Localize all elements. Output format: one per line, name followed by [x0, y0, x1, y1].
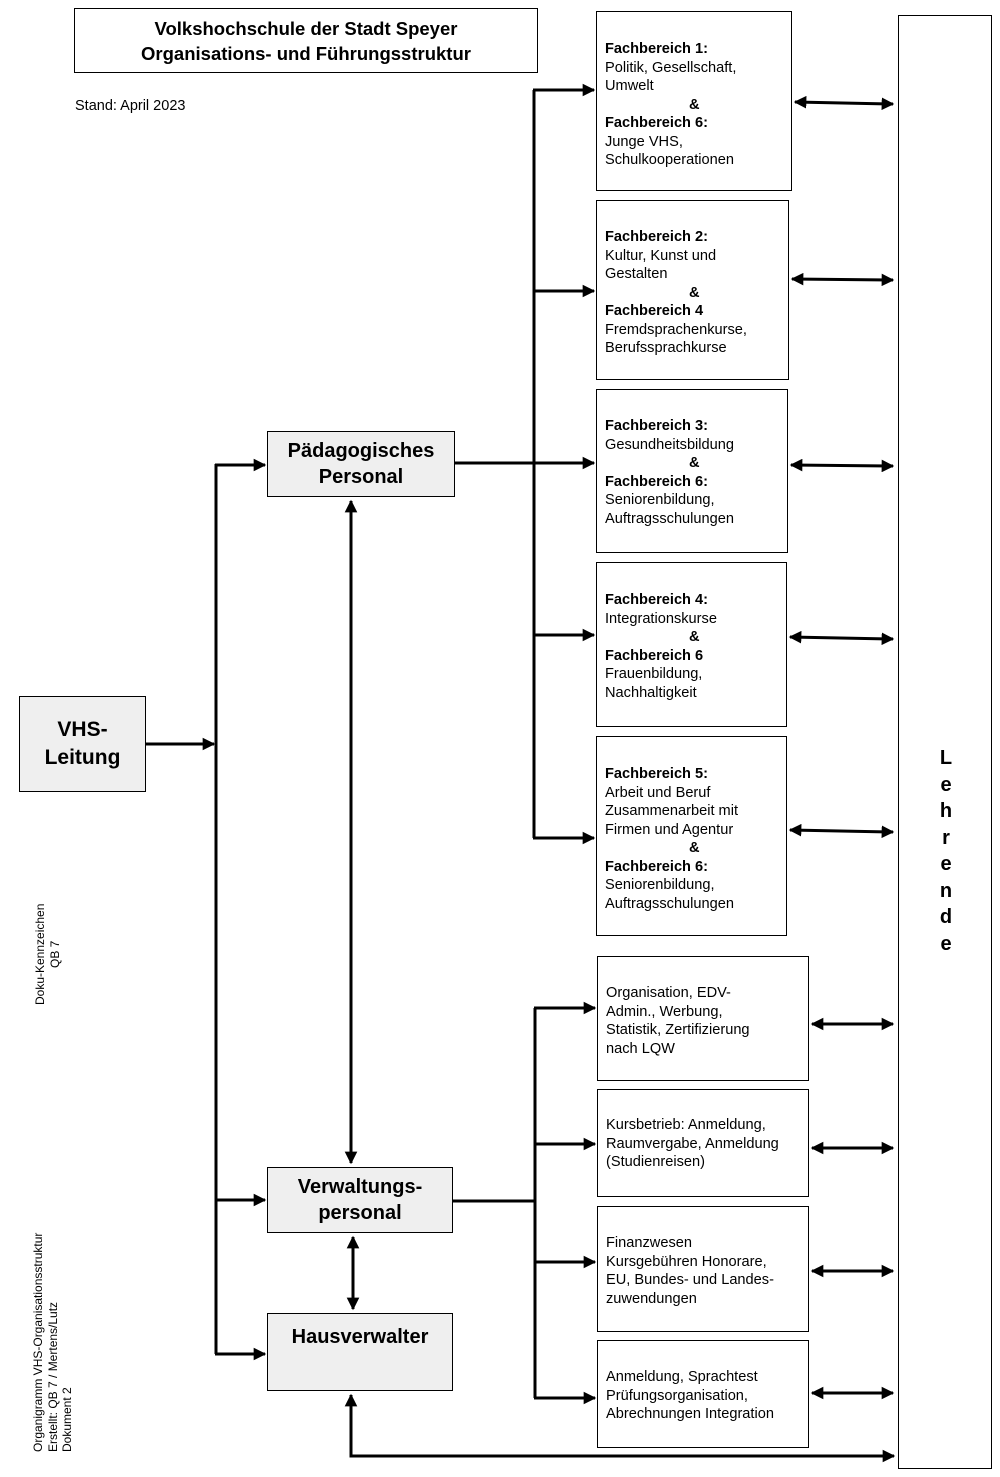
verwaltung-box-1: Organisation, EDV- Admin., Werbung, Stat… — [597, 956, 809, 1081]
fb-ampersand: & — [689, 629, 700, 645]
paedagogisches-personal-line-2: Personal — [318, 466, 404, 488]
fb-text: Fremdsprachenkurse, — [605, 321, 747, 338]
fb-text: Fachbereich 1: — [605, 41, 709, 57]
fb-ampersand: & — [689, 840, 700, 856]
fb-ampersand: & — [689, 455, 700, 471]
verwaltung-box-2: Kursbetrieb: Anmeldung, Raumvergabe, Anm… — [597, 1089, 809, 1197]
fb-text: Gestalten — [605, 266, 668, 282]
verwaltungspersonal-line-1: Verwaltungs- — [297, 1176, 423, 1198]
lehrende-letter: n — [939, 879, 953, 902]
lehrende-letter: h — [939, 800, 953, 822]
fb-text: Frauenbildung, — [605, 666, 703, 682]
verwaltungspersonal-box: Verwaltungs- personal — [267, 1167, 453, 1233]
arrow-lehrende-fb4 — [788, 630, 895, 646]
verwaltung-text: Statistik, Zertifizierung — [606, 1022, 750, 1038]
fb-text: Arbeit und Beruf — [605, 784, 711, 801]
verwaltung-text: Kursgebühren Honorare, — [606, 1253, 767, 1270]
lehrende-letter: e — [940, 853, 952, 875]
verwaltung-text: Raumvergabe, Anmeldung — [606, 1135, 779, 1152]
fb-text: Fachbereich 6 — [605, 647, 704, 664]
verwaltung-text: Finanzwesen — [606, 1235, 692, 1251]
fb-ampersand: & — [689, 96, 700, 113]
fb-text: Firmen und Agentur — [605, 821, 734, 838]
fb-text: Fachbereich 5: — [605, 766, 709, 782]
verwaltung-text: EU, Bundes- und Landes- — [606, 1272, 774, 1288]
fb-text: Fachbereich 4: — [605, 592, 709, 608]
fb-text: Integrationskurse — [605, 610, 717, 627]
fb-ampersand: & — [689, 284, 700, 301]
stand-date: Stand: April 2023 — [75, 98, 186, 114]
arrow-haus-lehrende — [344, 1393, 896, 1463]
fachbereich-box-4: Fachbereich 4: Integrationskurse & Fachb… — [596, 562, 787, 727]
lehrende-letter: d — [939, 906, 953, 928]
fb-text: Junge VHS, — [605, 133, 683, 150]
arrow-lehrende-fb1 — [793, 95, 895, 111]
paedagogisches-personal-line-1: Pädagogisches — [287, 440, 435, 462]
fb-text: Fachbereich 6: — [605, 115, 709, 131]
verwaltung-text: nach LQW — [606, 1040, 675, 1057]
vhs-leitung-line-2: Leitung — [44, 746, 121, 769]
arrow-lehrende-fb5 — [788, 823, 895, 839]
arrow-lehrende-fb2 — [790, 272, 895, 287]
fb-text: Fachbereich 2: — [605, 229, 709, 245]
fb-text: Schulkooperationen — [605, 152, 735, 168]
fachbereich-box-3: Fachbereich 3: Gesundheitsbildung & Fach… — [596, 389, 788, 553]
fb-text: Gesundheitsbildung — [605, 436, 735, 453]
fb-text: Kultur, Kunst und — [605, 247, 717, 264]
title-line-2: Organisations- und Führungsstruktur — [141, 42, 471, 64]
fb-text: Zusammenarbeit mit — [605, 803, 739, 819]
hausverwalter-label: Hausverwalter — [291, 1326, 429, 1348]
lehrende-label: L e h r e n d e — [938, 745, 954, 957]
fb-text: Politik, Gesellschaft, — [605, 59, 737, 76]
vhs-leitung-box: VHS- Leitung — [19, 696, 146, 792]
lehrende-letter: e — [940, 932, 952, 955]
fachbereich-box-2: Fachbereich 2: Kultur, Kunst und Gestalt… — [596, 200, 789, 380]
verwaltung-text: Organisation, EDV- — [606, 985, 731, 1001]
fb-text: Umwelt — [605, 78, 654, 94]
fb-text: Seniorenbildung, — [605, 492, 715, 508]
fb-text: Fachbereich 6: — [605, 858, 709, 875]
title-box: Volkshochschule der Stadt Speyer Organis… — [74, 8, 538, 73]
lehrende-box — [898, 15, 992, 1469]
verwaltung-box-3: Finanzwesen Kursgebühren Honorare, EU, B… — [597, 1206, 809, 1332]
verwaltung-text: Admin., Werbung, — [606, 1003, 723, 1020]
verwaltung-text: zuwendungen — [606, 1290, 697, 1307]
fb-text: Fachbereich 3: — [605, 418, 709, 434]
fb-text: Fachbereich 4 — [605, 303, 704, 319]
paedagogisches-personal-box: Pädagogisches Personal — [267, 431, 455, 497]
verwaltung-text: Kursbetrieb: Anmeldung, — [606, 1117, 766, 1133]
fb-text: Auftragsschulungen — [605, 510, 734, 527]
verwaltung-text: Anmeldung, Sprachtest — [606, 1369, 758, 1385]
fb-text: Seniorenbildung, — [605, 877, 715, 893]
fb-text: Nachhaltigkeit — [605, 684, 697, 701]
hausverwalter-box: Hausverwalter — [267, 1313, 453, 1391]
fachbereich-box-5: Fachbereich 5: Arbeit und Beruf Zusammen… — [596, 736, 787, 936]
fachbereich-box-1: Fachbereich 1: Politik, Gesellschaft, Um… — [596, 11, 792, 191]
lehrende-letter: L — [939, 747, 953, 769]
fb-text: Fachbereich 6: — [605, 473, 709, 490]
fb-text: Berufssprachkurse — [605, 340, 727, 356]
arrow-lehrende-fb3 — [789, 458, 895, 473]
title-line-1: Volkshochschule der Stadt Speyer — [154, 17, 458, 39]
fb-text: Auftragsschulungen — [605, 895, 734, 912]
vhs-leitung-line-1: VHS- — [57, 718, 108, 741]
lehrende-letter: r — [942, 826, 950, 849]
verwaltungspersonal-line-2: personal — [318, 1202, 402, 1224]
lehrende-letter: e — [940, 773, 952, 796]
verwaltung-text: (Studienreisen) — [606, 1154, 705, 1170]
